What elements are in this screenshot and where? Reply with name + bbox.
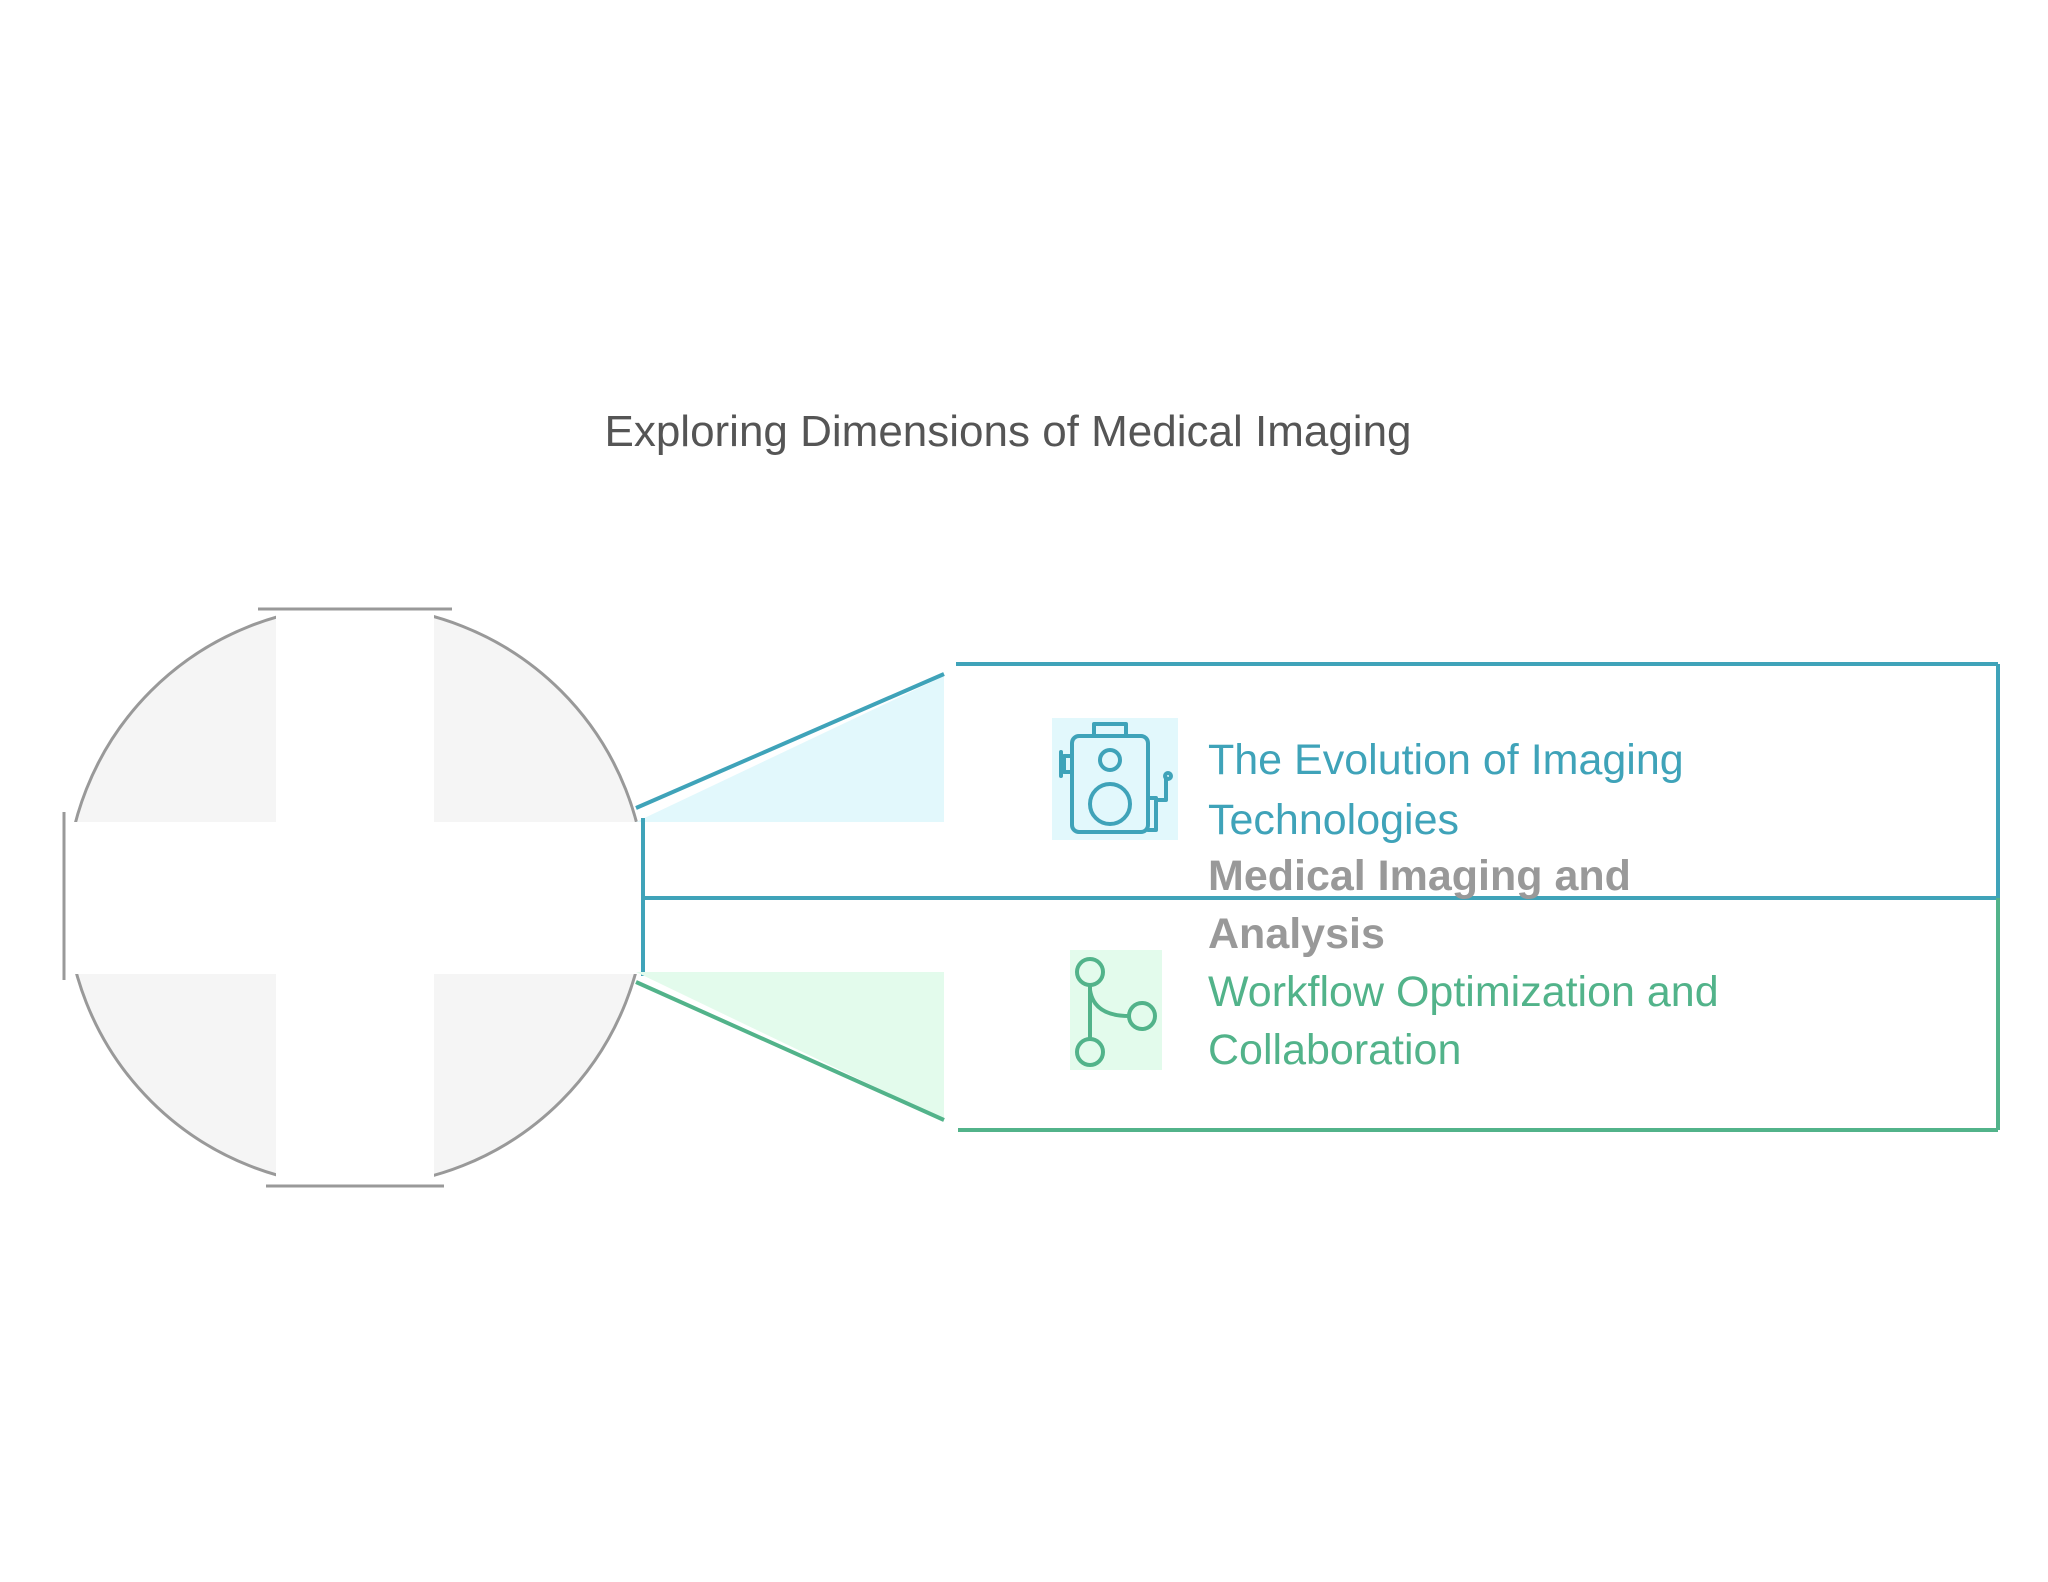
evolution-connector [635,672,945,976]
center-label: Medical Imaging and Analysis [1208,852,1643,958]
center-label-line1: Medical Imaging and [1208,852,1631,900]
medical-cross-icon [62,600,648,1190]
evolution-box [643,662,2000,900]
workflow-box [958,898,2000,1132]
workflow-label-line2: Collaboration [1208,1026,1461,1074]
workflow-label-line1: Workflow Optimization and [1208,968,1719,1016]
center-label-line2: Analysis [1208,910,1385,958]
branch-icon [1070,950,1162,1070]
workflow-connector [635,972,945,1122]
evolution-label: The Evolution of Imaging Technologies [1208,736,1696,844]
evolution-label-line2: Technologies [1208,796,1459,844]
diagram-title: Exploring Dimensions of Medical Imaging [604,407,1411,456]
camera-icon [1052,718,1178,840]
evolution-label-line1: The Evolution of Imaging [1208,736,1684,784]
workflow-label: Workflow Optimization and Collaboration [1208,968,1731,1074]
